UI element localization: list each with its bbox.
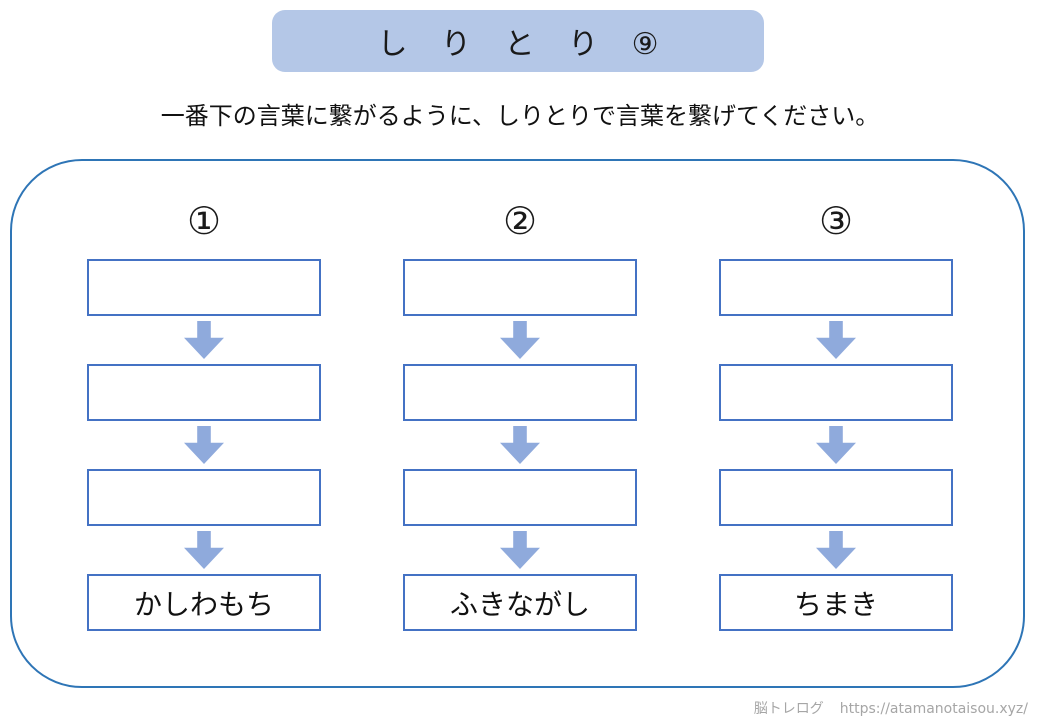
down-arrow-icon: [816, 531, 856, 569]
column-number: ③: [818, 199, 854, 243]
down-arrow-icon: [184, 426, 224, 464]
footer-credit: 脳トレログ https://atamanotaisou.xyz/: [754, 698, 1028, 718]
title-banner: し り と り ⑨: [272, 10, 764, 72]
given-word: ちまき: [793, 587, 878, 621]
answer-box-empty[interactable]: [403, 259, 637, 316]
column-number: ①: [186, 199, 222, 243]
site-name: 脳トレログ: [753, 701, 824, 717]
puzzle-column-1: ① かしわもち: [87, 161, 321, 631]
answer-box-empty[interactable]: [719, 259, 953, 316]
site-url: https://atamanotaisou.xyz/: [839, 701, 1028, 717]
column-number: ②: [502, 199, 538, 243]
answer-box-empty[interactable]: [87, 469, 321, 526]
answer-box-empty[interactable]: [403, 469, 637, 526]
page-title: し り と り ⑨: [377, 27, 671, 62]
down-arrow-icon: [816, 426, 856, 464]
answer-box-empty[interactable]: [719, 469, 953, 526]
instruction-text: 一番下の言葉に繋がるように、しりとりで言葉を繋げてください。: [160, 102, 880, 130]
answer-box-empty[interactable]: [87, 259, 321, 316]
given-word-box: かしわもち: [87, 574, 321, 631]
given-word-box: ちまき: [719, 574, 953, 631]
given-word: ふきながし: [449, 587, 590, 621]
puzzle-column-3: ③ ちまき: [719, 161, 953, 631]
given-word-box: ふきながし: [403, 574, 637, 631]
answer-box-empty[interactable]: [87, 364, 321, 421]
puzzle-frame: ① かしわもち ② ふきながし ③: [10, 159, 1025, 688]
puzzle-column-2: ② ふきながし: [403, 161, 637, 631]
down-arrow-icon: [184, 531, 224, 569]
down-arrow-icon: [500, 426, 540, 464]
down-arrow-icon: [500, 321, 540, 359]
given-word: かしわもち: [133, 587, 274, 621]
down-arrow-icon: [500, 531, 540, 569]
answer-box-empty[interactable]: [719, 364, 953, 421]
answer-box-empty[interactable]: [403, 364, 637, 421]
down-arrow-icon: [816, 321, 856, 359]
down-arrow-icon: [184, 321, 224, 359]
